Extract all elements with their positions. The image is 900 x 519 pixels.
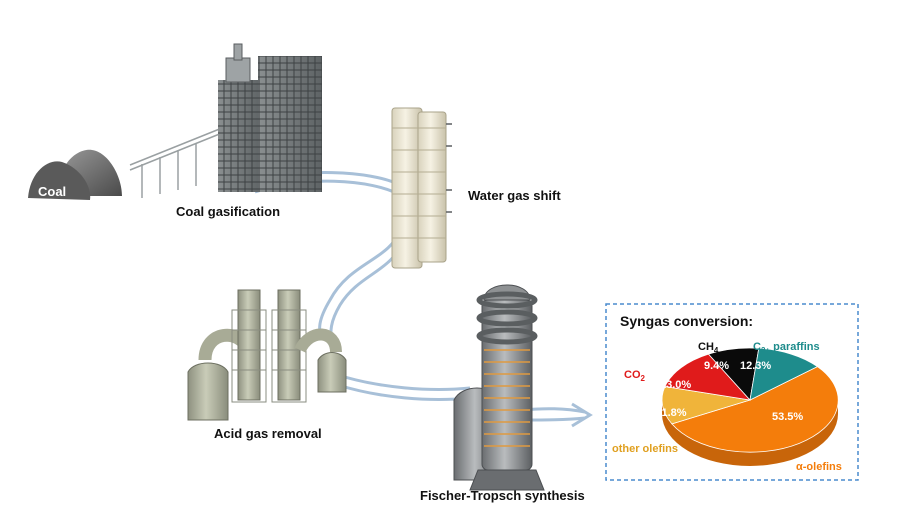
coal-rock-front — [28, 161, 91, 200]
fischer-tropsch-reactor: Fischer-Tropsch synthesis — [420, 284, 585, 503]
agr-column-left — [237, 289, 261, 401]
pipe-agr-to-ft — [337, 373, 471, 391]
ft-base-supports — [469, 469, 545, 491]
ft-orange-bands — [484, 349, 530, 447]
coal-gasification-label: Coal gasification — [176, 204, 280, 219]
syngas-conversion-panel: Syngas conversion: 53.5% 11.8% 13.0% 9.4… — [605, 303, 859, 481]
pct-c2: 12.3% — [740, 360, 771, 372]
arrow-to-chart — [571, 402, 593, 428]
agr-right-vessel — [317, 352, 347, 393]
name-co2: CO2 — [624, 369, 646, 383]
pie-slice-other — [661, 386, 751, 425]
agr-scaffolding — [231, 309, 307, 403]
coal-pile: Coal — [28, 149, 122, 200]
pie-slice-alpha — [671, 366, 839, 453]
coal-label: Coal — [38, 184, 66, 199]
acid-gas-removal-unit: Acid gas removal — [187, 289, 347, 441]
name-alpha: α-olefins — [796, 461, 842, 473]
pct-co2: 13.0% — [660, 379, 691, 391]
fischer-tropsch-label: Fischer-Tropsch synthesis — [420, 488, 585, 503]
pie-chart — [661, 347, 839, 466]
pct-ch4: 9.4% — [704, 360, 729, 372]
pie-slice-c2 — [749, 347, 819, 401]
syngas-box — [605, 303, 859, 481]
acid-gas-removal-label: Acid gas removal — [214, 426, 322, 441]
water-gas-shift-label: Water gas shift — [468, 188, 561, 203]
pct-other: 11.8% — [656, 407, 687, 419]
name-c2: C2+ paraffins — [753, 341, 820, 355]
name-ch4: CH4 — [698, 341, 719, 355]
coal-conveyor — [129, 127, 223, 198]
ft-rings — [476, 291, 538, 345]
water-gas-shift-reactors: Water gas shift — [391, 107, 561, 269]
agr-left-vessel — [187, 362, 229, 421]
pct-alpha: 53.5% — [772, 411, 803, 423]
shift-tower-right — [417, 111, 447, 263]
pie-side-wall — [662, 400, 838, 466]
name-other: other olefins — [612, 443, 678, 455]
agr-right-pipe — [294, 328, 342, 354]
gasification-plant: Coal gasification — [176, 43, 322, 219]
pie-slice-co2 — [664, 353, 752, 401]
pie-title: Syngas conversion: — [620, 313, 753, 329]
gasifier-top-equipment — [225, 57, 251, 83]
